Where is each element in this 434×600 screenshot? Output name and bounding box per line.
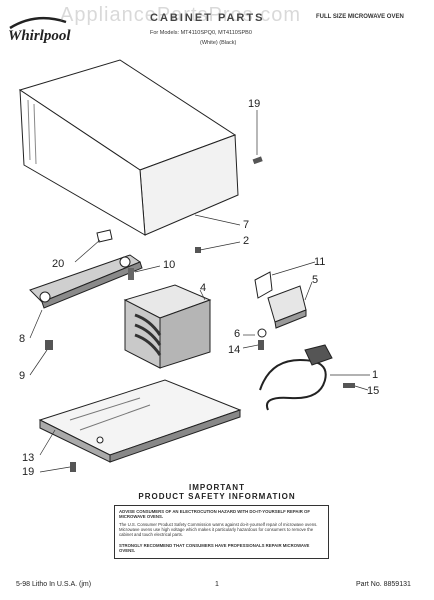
safety-body-text: The U.S. Consumer Product Safety Commiss… (119, 522, 318, 537)
callout-11: 11 (314, 256, 326, 268)
footer-part-number: Part No. 8859131 (356, 581, 411, 588)
callout-6: 6 (234, 328, 241, 340)
bracket-11 (254, 271, 273, 299)
callout-19-bottom: 19 (22, 466, 35, 478)
whirlpool-logo-mark: Whirlpool (8, 16, 71, 44)
callout-2: 2 (243, 235, 250, 247)
callout-10: 10 (163, 259, 176, 271)
callout-1: 1 (372, 369, 379, 381)
screw-2 (195, 247, 201, 253)
callout-8: 8 (19, 333, 26, 345)
screw-15 (343, 383, 355, 388)
callout-7: 7 (243, 219, 250, 231)
page-subtitle: FULL SIZE MICROWAVE OVEN (316, 14, 404, 20)
safety-recommendation-text: STRONGLY RECOMMEND THAT CONSUMERS HAVE P… (119, 543, 310, 553)
callout-15: 15 (367, 385, 380, 397)
callout-20: 20 (52, 258, 65, 270)
safety-warning-text: ADVISE CONSUMERS OF AN ELECTROCUTION HAZ… (119, 509, 310, 519)
screw-19-bottom (70, 462, 76, 472)
power-cord-1 (259, 344, 333, 411)
watermark: AppliancePartsPros.com (60, 4, 301, 26)
capacitor-5 (267, 285, 307, 329)
pad-20 (96, 229, 113, 243)
transformer-4 (123, 284, 212, 369)
callout-9: 9 (19, 370, 26, 382)
callout-5: 5 (312, 274, 319, 286)
safety-info-box: ADVISE CONSUMERS OF AN ELECTROCUTION HAZ… (114, 505, 329, 559)
safety-heading-important: IMPORTANT (189, 483, 245, 492)
model-numbers: For Models: MT4110SPQ0, MT4110SPB0 (150, 30, 252, 36)
base-rail (29, 254, 143, 309)
callout-19-top: 19 (248, 98, 261, 110)
callout-13: 13 (22, 452, 35, 464)
screw-10 (128, 268, 134, 280)
footer-litho: 5-98 Litho In U.S.A. (jm) (16, 581, 92, 588)
diode-6 (257, 328, 267, 350)
callout-14: 14 (228, 344, 241, 356)
whirlpool-logo: Whirlpool (6, 14, 86, 46)
cabinet-wrapper (18, 59, 239, 236)
screw-9 (45, 340, 53, 350)
svg-text:Whirlpool: Whirlpool (8, 28, 71, 44)
footer-page-number: 1 (215, 581, 219, 588)
callout-4: 4 (200, 282, 207, 294)
base-plate-13 (38, 379, 242, 463)
screw-19-top (252, 156, 263, 165)
model-colors: (White) (Black) (200, 40, 237, 46)
leader-lines (29, 110, 370, 473)
safety-heading-title: PRODUCT SAFETY INFORMATION (138, 492, 296, 501)
page-title: CABINET PARTS (150, 12, 265, 24)
